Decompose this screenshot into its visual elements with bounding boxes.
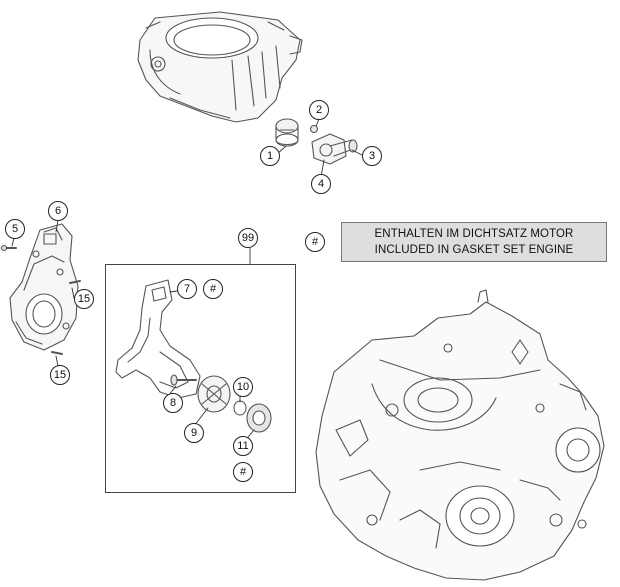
side-cover-drawing [0, 223, 81, 355]
engine-case-drawing [315, 289, 605, 581]
callout-15-upper[interactable]: 15 [74, 289, 94, 309]
legend-line-english: INCLUDED IN GASKET SET ENGINE [374, 244, 574, 256]
callout-15-lower[interactable]: 15 [50, 365, 70, 385]
gasket-set-legend: ENTHALTEN IM DICHTSATZ MOTOR INCLUDED IN… [341, 222, 607, 262]
water-pump-kit-drawing [115, 279, 272, 433]
legend-gasket-set-marker: # [305, 232, 325, 252]
callout-99[interactable]: 99 [238, 228, 258, 248]
callout-7-gasket-set-marker[interactable]: # [203, 279, 223, 299]
callout-3[interactable]: 3 [362, 146, 382, 166]
callout-2[interactable]: 2 [309, 100, 329, 120]
cylinder-drawing [137, 11, 303, 123]
callout-11[interactable]: 11 [233, 436, 253, 456]
callout-4[interactable]: 4 [311, 174, 331, 194]
callout-1[interactable]: 1 [260, 146, 280, 166]
callout-6[interactable]: 6 [48, 201, 68, 221]
callout-7[interactable]: 7 [177, 279, 197, 299]
callout-8[interactable]: 8 [163, 393, 183, 413]
thermostat-parts-drawing [275, 118, 358, 165]
gasket-kit-frame [105, 264, 296, 493]
callout-5[interactable]: 5 [5, 219, 25, 239]
legend-line-german: ENTHALTEN IM DICHTSATZ MOTOR [374, 228, 574, 240]
callout-10[interactable]: 10 [233, 377, 253, 397]
callout-11-gasket-set-marker[interactable]: # [233, 462, 253, 482]
callout-9[interactable]: 9 [184, 423, 204, 443]
